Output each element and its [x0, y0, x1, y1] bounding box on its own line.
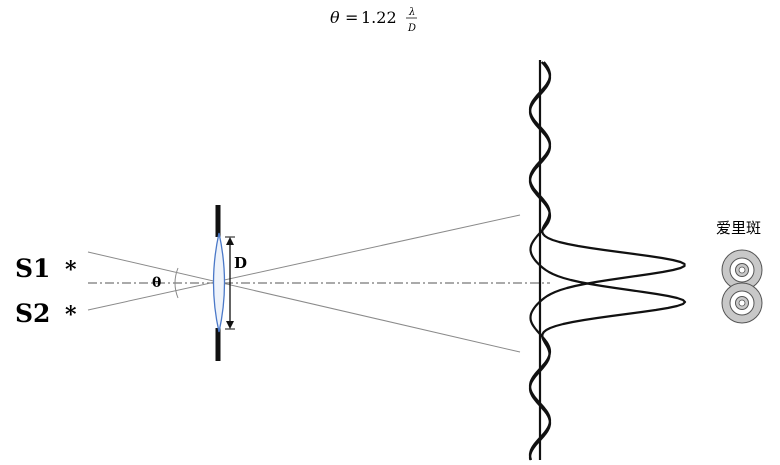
ray-from-s1: [87, 251, 521, 353]
airy-disk-upper: [721, 249, 763, 291]
source-s1-star: *: [65, 257, 77, 283]
angle-arc: [174, 267, 179, 299]
formula-coefficient: 1.22: [361, 8, 397, 27]
formula-numerator: λ: [408, 7, 415, 18]
airy-disk-lower: [721, 282, 763, 324]
lens: [212, 232, 226, 333]
ray-from-s2: [87, 214, 521, 311]
aperture-d-label: D: [234, 254, 247, 272]
angle-theta-label: θ: [152, 275, 161, 291]
intensity-curve-s2: [528, 61, 687, 461]
source-s1-label: S1: [15, 254, 50, 283]
airy-disk-label: 爱里斑: [716, 219, 761, 237]
formula-equals: =: [345, 8, 358, 27]
formula-denominator: D: [407, 23, 416, 34]
intensity-curve-s1: [528, 61, 686, 461]
source-s2-label: S2: [15, 299, 50, 328]
resolution-formula: θ = 1.22 λ D: [330, 7, 417, 34]
aperture-dimension: [225, 236, 235, 330]
source-s2-star: *: [65, 302, 77, 328]
formula-theta: θ: [330, 8, 340, 27]
